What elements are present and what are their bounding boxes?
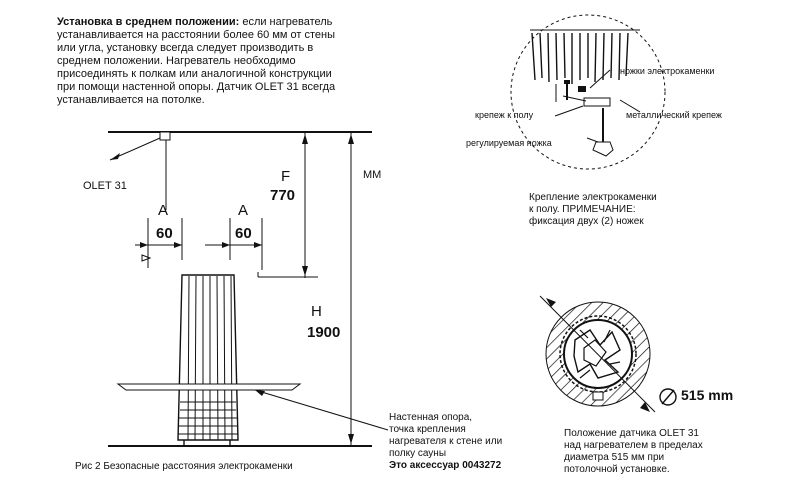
legs-detail xyxy=(510,14,666,170)
figure-caption: Рис 2 Безопасные расстояния электрокамен… xyxy=(75,461,293,472)
sensor-box xyxy=(159,131,171,141)
wall-support-text: Настенная опора, точка крепления нагрева… xyxy=(389,412,549,472)
intro-line: устанавливается на потолке. xyxy=(57,94,205,106)
intro-line: или угла, установку всегда следует произ… xyxy=(57,42,314,54)
dim-a-right-letter: A xyxy=(238,202,249,219)
intro-text: Установка в среднем положении: если нагр… xyxy=(57,16,377,107)
heater-body xyxy=(177,274,239,446)
accessory-code: Это аксессуар 0043272 xyxy=(389,460,502,471)
dim-a-right-value: 60 xyxy=(235,225,252,242)
sensor-position-text: Положение датчика OLET 31 над нагревател… xyxy=(564,428,703,475)
intro-line: при помощи настенной опоры. Датчик OLET … xyxy=(57,81,336,93)
legs-label: ножки электрокаменки xyxy=(620,66,715,76)
intro-title: Установка в среднем положении: xyxy=(57,16,240,28)
wall-support xyxy=(116,383,302,391)
dim-h-letter: H xyxy=(311,303,322,320)
dim-f-letter: F xyxy=(281,168,291,185)
adjust-leg-label: регулируемая ножка xyxy=(466,138,552,148)
dim-a-left-value: 60 xyxy=(156,225,173,242)
floor-mount-label: крепеж к полу xyxy=(475,110,534,120)
intro-line: присоединять к полкам или аналогичной ко… xyxy=(57,68,332,80)
metal-mount-label: металлический крепеж xyxy=(626,110,722,120)
intro-line: среднем положении. Нагреватель необходим… xyxy=(57,55,296,67)
sensor-top-view xyxy=(539,295,677,413)
sensor-label: OLET 31 xyxy=(83,180,127,192)
dim-a-left-letter: A xyxy=(158,202,169,219)
detail-caption: Крепление электрокаменки к полу. ПРИМЕЧА… xyxy=(529,192,657,227)
intro-line: устанавливается на расстоянии более 60 м… xyxy=(57,29,336,41)
dim-h-value: 1900 xyxy=(307,324,341,341)
dim-f-value: 770 xyxy=(270,187,296,204)
intro-first-line: если нагреватель xyxy=(239,16,333,28)
diameter-label: 515 mm xyxy=(681,387,734,403)
unit-mm: MM xyxy=(363,169,382,181)
